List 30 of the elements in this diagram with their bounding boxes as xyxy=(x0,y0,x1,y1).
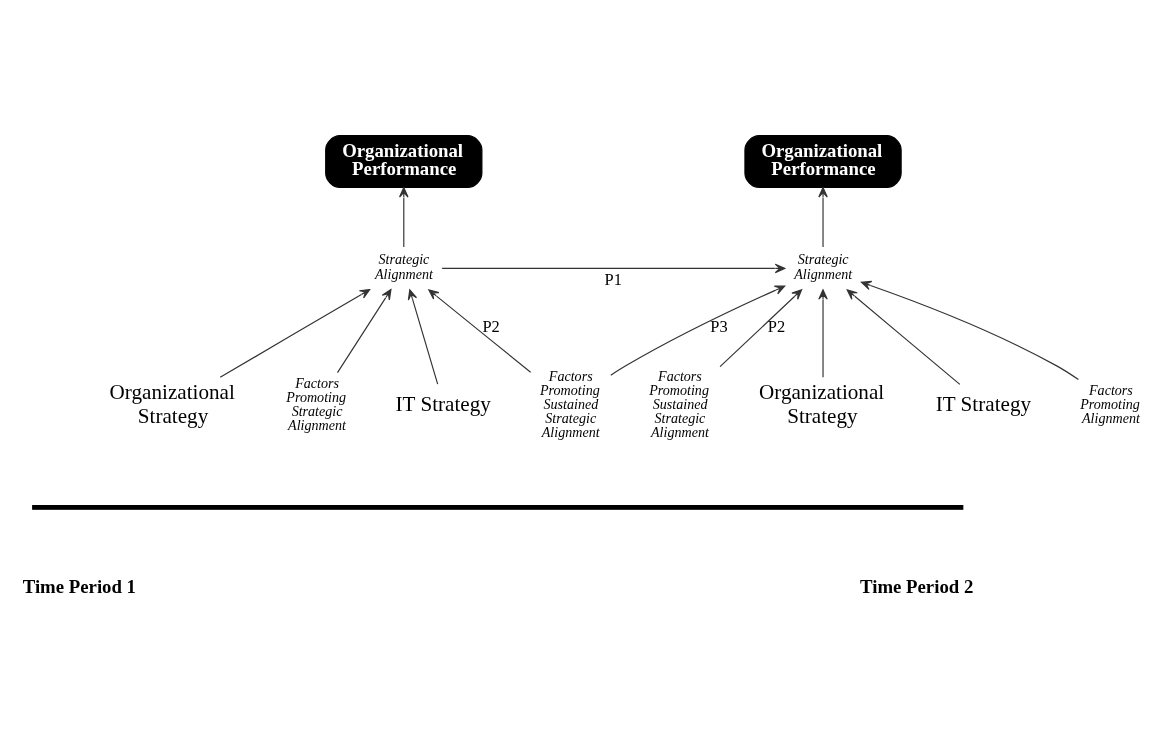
arrow xyxy=(846,289,961,385)
arrow xyxy=(818,187,828,248)
edge-label: P2 xyxy=(767,317,786,337)
node-text: Factors Promoting Sustained Strategic Alignment xyxy=(540,367,600,441)
node-text: IT Strategy xyxy=(935,391,1032,416)
node-text: Organizational Strategy xyxy=(109,380,235,428)
edge-label: P1 xyxy=(604,270,622,290)
arrow xyxy=(219,289,371,378)
node-text: Organizational Strategy xyxy=(759,380,885,428)
arrow xyxy=(407,289,439,385)
arrow xyxy=(818,289,828,378)
arrow xyxy=(719,289,803,368)
label: Time Period 2 xyxy=(860,576,974,598)
node-box: Organizational Performance xyxy=(325,135,483,188)
node-text: Factors Promoting Alignment xyxy=(1080,381,1140,426)
node-text: Strategic Alignment xyxy=(375,251,433,282)
arrow xyxy=(860,280,1079,381)
arrow xyxy=(441,263,786,274)
edge-label: P2 xyxy=(482,317,500,337)
arrow xyxy=(399,187,409,248)
node-text: Factors Promoting Sustained Strategic Alignment xyxy=(649,367,709,441)
edge-label: P3 xyxy=(710,317,728,337)
node-text: Factors Promoting Strategic Alignment xyxy=(286,374,347,433)
arrow xyxy=(336,289,392,374)
node-text: Strategic Alignment xyxy=(794,251,853,282)
label: Time Period 1 xyxy=(22,576,136,598)
node-box: Organizational Performance xyxy=(744,135,902,188)
node-text: IT Strategy xyxy=(395,391,491,416)
arrow xyxy=(610,285,786,376)
arrow xyxy=(428,289,532,373)
